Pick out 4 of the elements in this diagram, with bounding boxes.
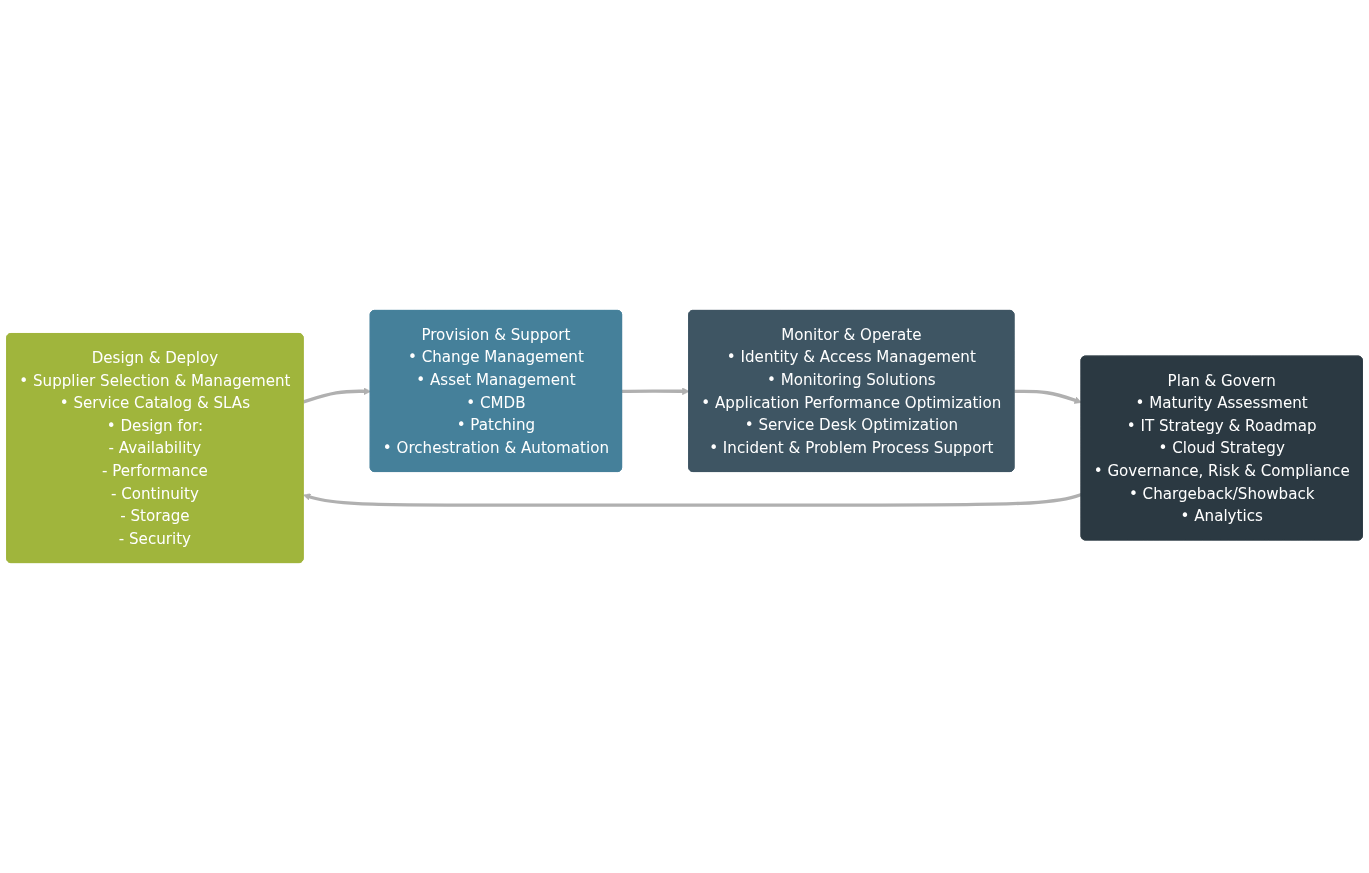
arrow (303, 387, 371, 404)
arrow (622, 387, 690, 395)
arrow (303, 492, 1082, 507)
arrow (1014, 389, 1082, 404)
